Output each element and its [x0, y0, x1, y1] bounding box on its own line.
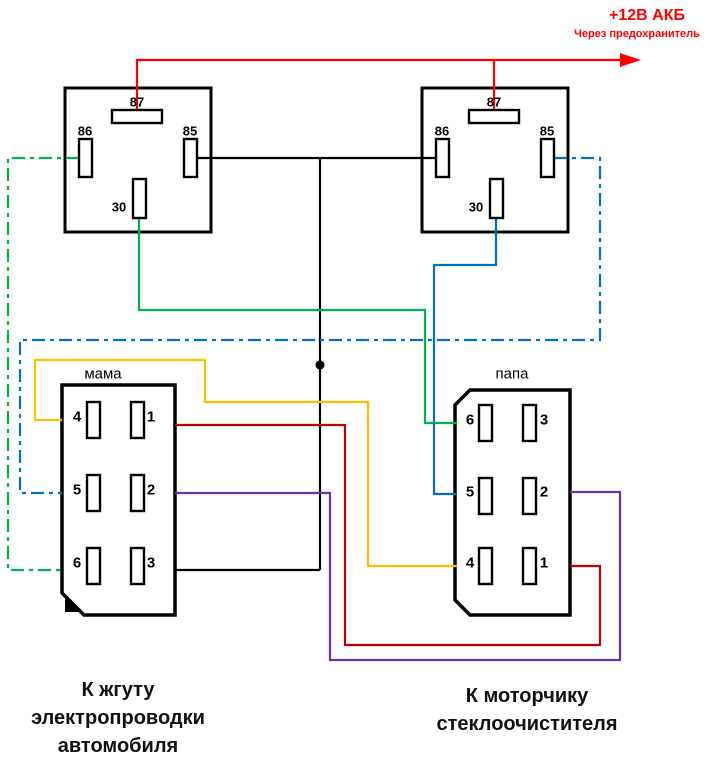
mama-pin-6 — [85, 546, 102, 586]
wire-relay2-85-to-mama-5 — [18, 156, 602, 495]
connector-papa-label: папа — [495, 365, 529, 383]
papa-pin-3 — [521, 403, 538, 443]
caption-wiper-motor: К моторчику стеклоочистителя — [407, 682, 647, 738]
relay-right-pin-30-label: 30 — [468, 199, 484, 215]
relay-left-pin-85 — [182, 137, 199, 179]
papa-pin-6 — [477, 403, 494, 443]
papa-pin-2-label: 2 — [539, 483, 549, 501]
connector-mama-key-notch — [65, 597, 81, 612]
relay-right-pin-87 — [467, 108, 521, 125]
papa-pin-1-label: 1 — [539, 554, 549, 572]
papa-pin-4-label: 4 — [465, 554, 475, 572]
wire-junction-dot — [315, 360, 325, 370]
papa-pin-5 — [477, 476, 494, 516]
papa-pin-5-label: 5 — [465, 483, 475, 501]
power-sublabel: Через предохранитель — [574, 28, 700, 40]
relay-right-pin-86 — [434, 137, 451, 179]
mama-pin-5-label: 5 — [72, 481, 82, 499]
mama-pin-4 — [85, 400, 102, 440]
mama-pin-2 — [129, 473, 146, 513]
mama-pin-2-label: 2 — [146, 481, 156, 499]
caption-harness-line-2: электропроводки — [31, 707, 205, 729]
mama-pin-5 — [85, 473, 102, 513]
papa-pin-4 — [477, 546, 494, 586]
papa-pin-1 — [521, 546, 538, 586]
relay-right-pin-85-label: 85 — [539, 123, 555, 139]
connector-mama-label: мама — [84, 365, 122, 383]
mama-pin-3 — [129, 546, 146, 586]
wire-relay2-30-to-papa-5 — [432, 218, 498, 496]
wire-relay1-30-to-papa-6 — [137, 218, 457, 425]
papa-pin-6-label: 6 — [465, 411, 475, 429]
mama-pin-3-label: 3 — [146, 554, 156, 572]
power-label: +12В АКБ — [609, 7, 685, 24]
relay-right-pin-86-label: 86 — [434, 123, 450, 139]
wire-mama1-to-papa1 — [175, 423, 602, 647]
relay-left-pin-87 — [110, 108, 164, 125]
papa-pin-3-label: 3 — [539, 411, 549, 429]
wire-mama4-to-papa4 — [33, 358, 457, 568]
relay-left-pin-86-label: 86 — [77, 123, 93, 139]
relay-right-pin-30 — [488, 177, 505, 220]
supply-arrowhead-icon — [620, 53, 641, 67]
caption-harness-line-3: автомобиля — [57, 735, 179, 757]
mama-pin-1-label: 1 — [146, 408, 156, 426]
wire-relay1-86-to-mama-6 — [6, 156, 79, 572]
relay-right-pin-85 — [539, 137, 556, 179]
relay-left-pin-87-label: 87 — [129, 94, 145, 110]
mama-pin-6-label: 6 — [72, 554, 82, 572]
caption-harness: К жгуту электропроводки автомобиля — [18, 676, 218, 759]
caption-wiper-motor-line-2: стеклоочистителя — [436, 713, 618, 735]
relay-left-pin-85-label: 85 — [182, 123, 198, 139]
relay-left-pin-86 — [77, 137, 94, 179]
mama-pin-1 — [129, 400, 146, 440]
mama-pin-4-label: 4 — [72, 408, 82, 426]
wire-mama2-to-papa2 — [175, 490, 622, 662]
relay-left-pin-30-label: 30 — [111, 199, 127, 215]
caption-wiper-motor-line-1: К моторчику — [465, 685, 589, 707]
caption-harness-line-1: К жгуту — [81, 679, 155, 701]
relay-left-pin-30 — [131, 177, 148, 220]
papa-pin-2 — [521, 476, 538, 516]
relay-right-pin-87-label: 87 — [486, 94, 502, 110]
wire-supply-12v — [135, 58, 622, 110]
wire-relay-coil-bus — [175, 156, 436, 572]
